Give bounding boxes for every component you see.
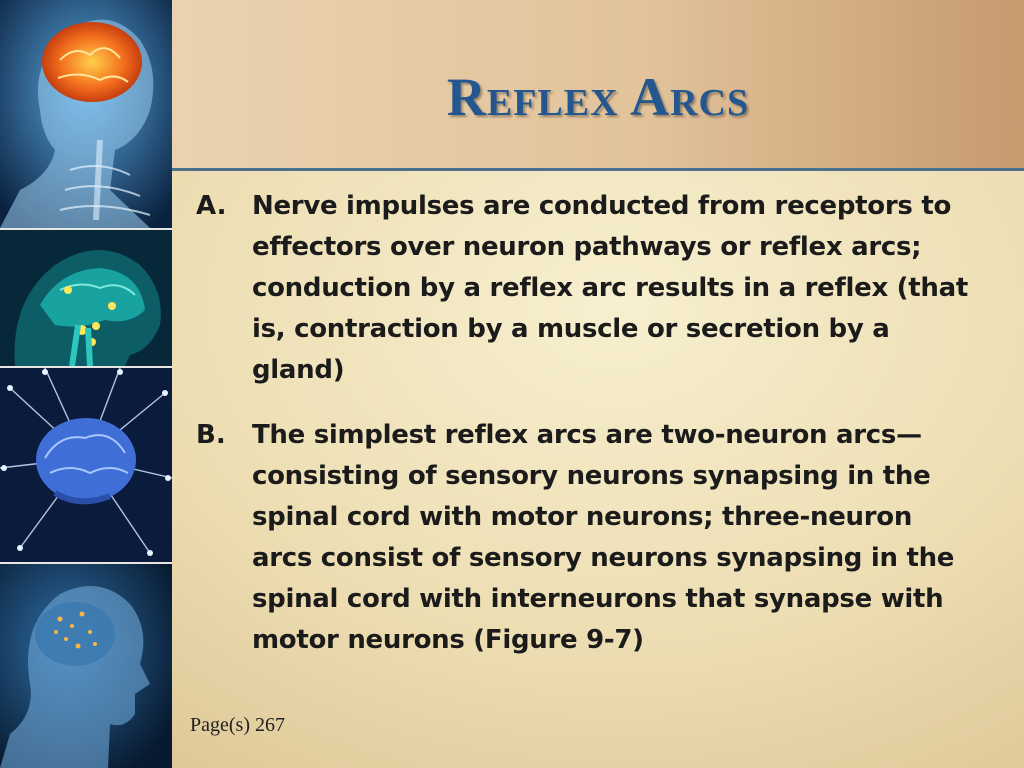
title-divider	[172, 168, 1024, 171]
page-reference: Page(s) 267	[190, 714, 285, 736]
strip-divider	[0, 228, 172, 230]
list-item: B. The simplest reflex arcs are two-neur…	[196, 415, 976, 661]
head-profile-icon	[0, 564, 172, 768]
list-item: A. Nerve impulses are conducted from rec…	[196, 186, 976, 391]
bullet-list: A. Nerve impulses are conducted from rec…	[196, 186, 976, 661]
brain-skeleton-icon	[0, 0, 172, 228]
slide-title: Reflex Arcs	[446, 67, 750, 127]
strip-divider	[0, 366, 172, 368]
list-item-text: The simplest reflex arcs are two-neuron …	[252, 420, 955, 655]
brain-section-icon	[0, 230, 172, 366]
image-strip	[0, 0, 172, 768]
strip-divider	[0, 562, 172, 564]
list-marker: B.	[196, 420, 226, 450]
list-marker: A.	[196, 191, 227, 221]
brain-neurons-icon	[0, 368, 172, 562]
title-band	[172, 0, 1024, 170]
list-item-text: Nerve impulses are conducted from recept…	[252, 191, 968, 385]
